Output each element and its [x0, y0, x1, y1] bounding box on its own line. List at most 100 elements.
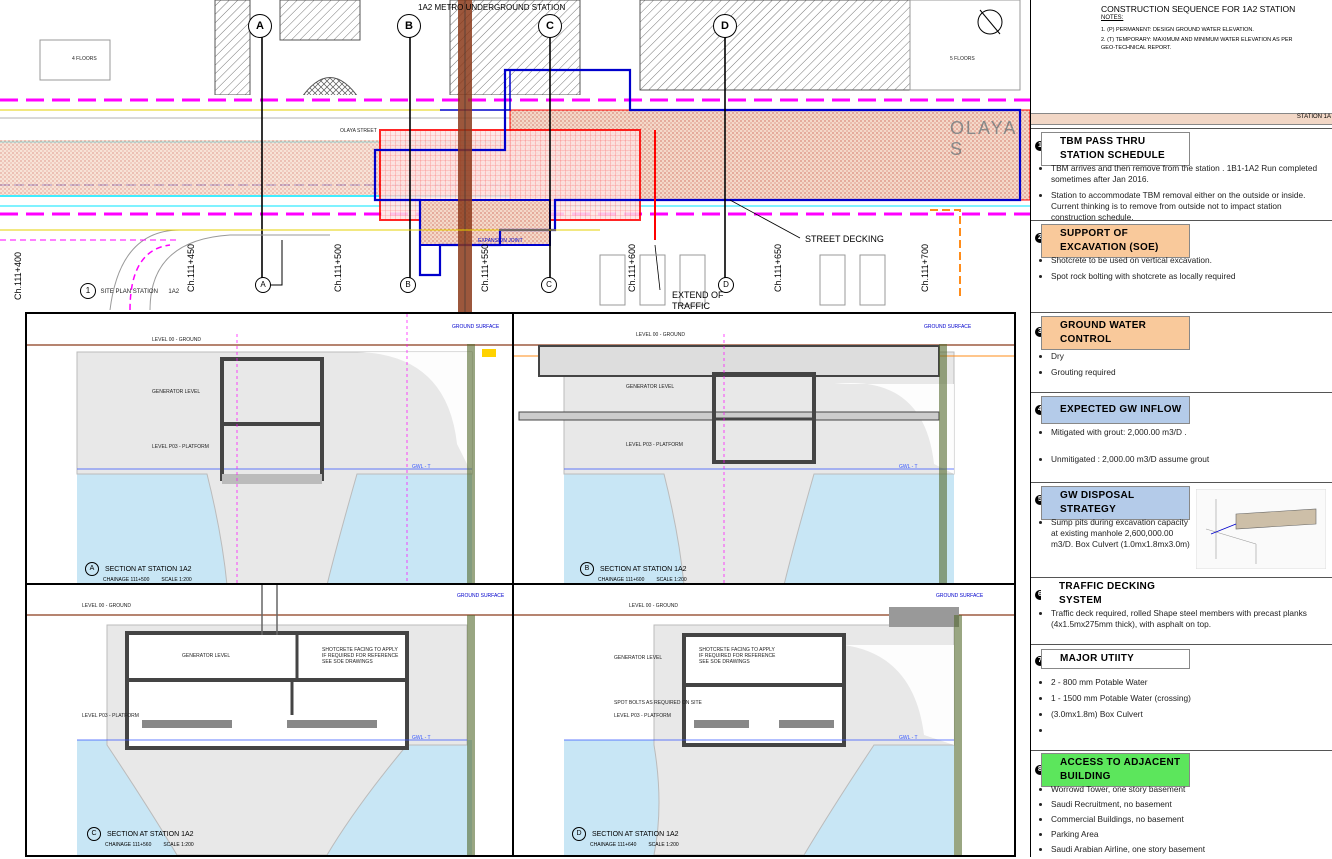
- section-b-title: B SECTION AT STATION 1A2 CHAINAGE 111+60…: [580, 562, 687, 583]
- generator-level-label: GENERATOR LEVEL: [626, 384, 675, 390]
- step-3-title: GROUND WATER CONTROL: [1041, 316, 1190, 350]
- step-8-title: ACCESS TO ADJACENT BUILDING: [1041, 753, 1190, 787]
- level-ground-label: LEVEL 00 - GROUND: [82, 603, 131, 609]
- note-1: 1. (P) PERMANENT: DESIGN GROUND WATER EL…: [1101, 27, 1254, 33]
- notes-label: NOTES:: [1101, 15, 1124, 21]
- step-8: 8 ACCESS TO ADJACENT BUILDING Worrowd To…: [1031, 750, 1332, 858]
- panel-title: CONSTRUCTION SEQUENCE FOR 1A2 STATION: [1101, 4, 1296, 14]
- bullet: TBM arrives and then remove from the sta…: [1051, 163, 1321, 185]
- generator-level-label: GENERATOR LEVEL: [182, 653, 231, 659]
- level-ground-label: LEVEL 00 - GROUND: [152, 337, 201, 343]
- platform-level-label: LEVEL P03 - PLATFORM: [152, 444, 209, 450]
- bullet: (3.0mx1.8m) Box Culvert: [1051, 709, 1321, 720]
- gwl-label: GWL - T: [412, 464, 431, 470]
- site-plan: 1A2 METRO UNDERGROUND STATION OLAYA S OL…: [0, 0, 1030, 313]
- bullet: Spot rock bolting with shotcrete as loca…: [1051, 271, 1321, 282]
- street-small-label: OLAYA STREET: [340, 128, 377, 134]
- section-marker-a-top[interactable]: A: [248, 14, 272, 38]
- step-number: 7: [1035, 656, 1045, 666]
- step-2-bullets: Shotcrete to be used on vertical excavat…: [1037, 255, 1321, 287]
- generator-level-label: GENERATOR LEVEL: [614, 655, 663, 661]
- section-marker-b-top[interactable]: B: [397, 14, 421, 38]
- step-1: 1 TBM PASS THRU STATION SCHEDULE TBM arr…: [1031, 128, 1332, 222]
- plan-title: 1A2 METRO UNDERGROUND STATION: [418, 3, 566, 12]
- section-d-panel: GROUND SURFACE LEVEL 00 - GROUND GENERAT…: [512, 583, 1016, 857]
- step-number: 2: [1035, 233, 1045, 243]
- chainage-label: Ch.111+700: [920, 244, 930, 292]
- step-5-bullets: Sump pits during excavation capacity at …: [1037, 517, 1191, 555]
- step-7-title: MAJOR UTIITY: [1041, 649, 1190, 669]
- section-a-title: A SECTION AT STATION 1A2 CHAINAGE 111+50…: [85, 562, 192, 583]
- bullet: Grouting required: [1051, 367, 1321, 378]
- ground-surface-label: GROUND SURFACE: [457, 593, 505, 599]
- step-4-bullets: Mitigated with grout: 2,000.00 m3/D . Un…: [1037, 427, 1321, 470]
- chainage-label: Ch.111+650: [773, 244, 783, 292]
- gw-disposal-sketch: [1196, 489, 1326, 569]
- bullet: Sump pits during excavation capacity at …: [1051, 517, 1191, 550]
- step-2: 2 SUPPORT OF EXCAVATION (SOE) Shotcrete …: [1031, 220, 1332, 313]
- gwl-label: GWL - T: [899, 735, 918, 741]
- step-3-bullets: Dry Grouting required: [1037, 351, 1321, 383]
- step-7: 7 MAJOR UTIITY 2 - 800 mm Potable Water …: [1031, 644, 1332, 751]
- section-a-bubble: A: [85, 562, 99, 576]
- step-6-bullets: Traffic deck required, rolled Shape stee…: [1037, 608, 1321, 635]
- bullet: Mitigated with grout: 2,000.00 m3/D .: [1051, 427, 1321, 438]
- step-number: 3: [1035, 327, 1045, 337]
- section-marker-b-bottom[interactable]: B: [400, 277, 416, 293]
- section-marker-c-top[interactable]: C: [538, 14, 562, 38]
- level-ground-label: LEVEL 00 - GROUND: [636, 332, 685, 338]
- section-marker-c-bottom[interactable]: C: [541, 277, 557, 293]
- bullet: Saudi Recruitment, no basement: [1051, 799, 1321, 810]
- step-2-title: SUPPORT OF EXCAVATION (SOE): [1041, 224, 1190, 258]
- construction-sequence-panel: CONSTRUCTION SEQUENCE FOR 1A2 STATION NO…: [1030, 0, 1332, 857]
- section-a-panel: GROUND SURFACE LEVEL 00 - GROUND GENERAT…: [25, 312, 516, 587]
- level-ground-label: LEVEL 00 - GROUND: [629, 603, 678, 609]
- step-number: 6: [1035, 590, 1045, 600]
- ground-surface-label: GROUND SURFACE: [924, 324, 972, 330]
- building-note-right: 5 FLOORS: [950, 56, 975, 62]
- section-d-bubble: D: [572, 827, 586, 841]
- site-plan-bubble: 1: [80, 283, 96, 299]
- step-number: 5: [1035, 495, 1045, 505]
- gwl-label: GWL - T: [899, 464, 918, 470]
- bullet: Commercial Buildings, no basement: [1051, 814, 1321, 825]
- section-marker-d-bottom[interactable]: D: [718, 277, 734, 293]
- step-6-title: TRAFFIC DECKING SYSTEM: [1041, 578, 1195, 610]
- chainage-label: Ch.111+450: [186, 244, 196, 292]
- section-marker-d-top[interactable]: D: [713, 14, 737, 38]
- street-label: OLAYA S: [950, 118, 1017, 159]
- bullet: Shotcrete to be used on vertical excavat…: [1051, 255, 1321, 266]
- section-c-title: C SECTION AT STATION 1A2 CHAINAGE 111+56…: [87, 827, 194, 848]
- section-c-bubble: C: [87, 827, 101, 841]
- bullet: Unmitigated : 2,000.00 m3/D assume grout: [1051, 454, 1321, 465]
- bullet: 1 - 1500 mm Potable Water (crossing): [1051, 693, 1321, 704]
- bullet: 2 - 800 mm Potable Water: [1051, 677, 1321, 688]
- section-marker-a-bottom[interactable]: A: [255, 277, 271, 293]
- station-tag-bar: STATION 1A: [1031, 113, 1332, 125]
- step-5: 5 GW DISPOSAL STRATEGY Sump pits during …: [1031, 482, 1332, 578]
- bullet: Parking Area: [1051, 829, 1321, 840]
- section-c-panel: GROUND SURFACE LEVEL 00 - GROUND GENERAT…: [25, 583, 516, 857]
- street-decking-label: STREET DECKING: [805, 234, 884, 244]
- bullet: Saudi Arabian Airline, one story basemen…: [1051, 844, 1321, 855]
- extend-decking-label: EXTEND OF TRAFFIC DECKING: [672, 290, 724, 311]
- section-d-title: D SECTION AT STATION 1A2 CHAINAGE 111+64…: [572, 827, 679, 848]
- platform-level-label: LEVEL P03 - PLATFORM: [82, 713, 139, 719]
- ground-surface-label: GROUND SURFACE: [936, 593, 984, 599]
- step-1-bullets: TBM arrives and then remove from the sta…: [1037, 163, 1321, 228]
- chainage-label: Ch.111+550: [480, 244, 490, 292]
- step-6: 6 TRAFFIC DECKING SYSTEM Traffic deck re…: [1031, 577, 1332, 645]
- bullet: Worrowd Tower, one story basement: [1051, 784, 1321, 795]
- platform-level-label: LEVEL P03 - PLATFORM: [626, 442, 683, 448]
- sections-area: GROUND SURFACE LEVEL 00 - GROUND GENERAT…: [0, 312, 1030, 857]
- bullet: Dry: [1051, 351, 1321, 362]
- step-number: 4: [1035, 405, 1045, 415]
- bullet: Traffic deck required, rolled Shape stee…: [1051, 608, 1321, 630]
- chainage-label: Ch.111+400: [13, 252, 23, 300]
- building-note-left: 4 FLOORS: [72, 56, 97, 62]
- ground-surface-label: GROUND SURFACE: [452, 324, 500, 330]
- expansion-joint-label: EXPANSION JOINT: [478, 238, 523, 244]
- step-4: 4 EXPECTED GW INFLOW Mitigated with grou…: [1031, 392, 1332, 483]
- site-plan-drawing: [0, 0, 1030, 312]
- step-1-title: TBM PASS THRU STATION SCHEDULE: [1041, 132, 1190, 166]
